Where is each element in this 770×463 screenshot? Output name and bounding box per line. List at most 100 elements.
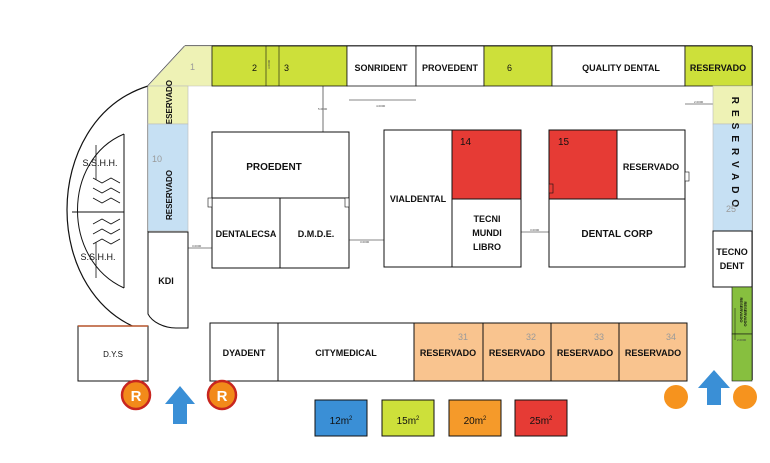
booth-citymedical[interactable] bbox=[277, 322, 415, 382]
restroom-marker-right-letter: R bbox=[217, 388, 228, 405]
tecni-line-2: MUNDI bbox=[472, 228, 502, 238]
ssh-top-label: S.S.H.H. bbox=[82, 158, 117, 168]
booth-33[interactable] bbox=[550, 322, 620, 382]
booth-1-number: 1 bbox=[190, 62, 195, 72]
booth-dental-corp[interactable] bbox=[548, 198, 686, 268]
booth-proedent[interactable] bbox=[211, 131, 350, 199]
entrance-arrow-right-icon[interactable] bbox=[698, 370, 730, 405]
booth-14-number: 14 bbox=[460, 137, 472, 148]
booth-1[interactable] bbox=[147, 45, 213, 87]
booth-dmde-label: D.M.D.E. bbox=[298, 229, 335, 239]
booth-25-number: 25 bbox=[726, 204, 736, 214]
legend-sup-15: 2 bbox=[416, 416, 420, 422]
legend-swatch-25 bbox=[514, 399, 568, 437]
booth-15-number: 15 bbox=[558, 137, 570, 148]
tecni-line-1: TECNI bbox=[474, 214, 501, 224]
restroom-area: S.S.H.H. S.S.H.H. bbox=[66, 85, 149, 333]
booth-dyadent-label: DYADENT bbox=[223, 348, 266, 358]
booth-proedent-label: PROEDENT bbox=[246, 162, 302, 173]
svg-text:20m2: 20m2 bbox=[464, 416, 487, 427]
booth-25[interactable] bbox=[712, 123, 753, 232]
dmde-side-marker bbox=[344, 197, 350, 208]
booth-reservado-top-right-label: RESERVADO bbox=[690, 63, 746, 73]
booth-dentalecsa-label: DENTALECSA bbox=[216, 229, 277, 239]
booth-10-reservado[interactable] bbox=[147, 123, 189, 232]
booth-tecno-dent[interactable] bbox=[712, 230, 753, 288]
orange-dot-right-icon bbox=[733, 385, 757, 409]
restroom-marker-right[interactable]: R bbox=[206, 379, 238, 411]
booth-provedent[interactable] bbox=[415, 45, 485, 87]
dim-label-8: 2.0000 bbox=[737, 338, 747, 342]
booth-dental-corp-label: DENTAL CORP bbox=[581, 229, 653, 240]
booth-quality-dental-label: QUALITY DENTAL bbox=[582, 63, 660, 73]
entrance-arrow-left-icon[interactable] bbox=[165, 386, 195, 424]
booth-quality-dental[interactable] bbox=[551, 45, 686, 87]
booth-dys-label: D.Y.S bbox=[103, 350, 123, 359]
dim-label-1: 3.0000 bbox=[267, 59, 271, 69]
restroom-stalls bbox=[92, 145, 121, 278]
svg-text:12m2: 12m2 bbox=[330, 416, 353, 427]
dim-label-7: 2.0000 bbox=[694, 100, 704, 104]
booth-32[interactable] bbox=[482, 322, 552, 382]
tecni-line-3: LIBRO bbox=[473, 242, 501, 252]
legend-swatch-15 bbox=[381, 399, 435, 437]
legend-label-15: 15m bbox=[397, 416, 416, 427]
booth-dentalecsa[interactable] bbox=[211, 197, 281, 269]
booth-small-green-2[interactable] bbox=[731, 333, 753, 382]
booth-10-number: 10 bbox=[152, 154, 162, 164]
legend-swatch-12 bbox=[314, 399, 368, 437]
small-green-1-label: RESERVADO bbox=[739, 298, 744, 323]
booth-kdi[interactable] bbox=[147, 231, 189, 329]
restroom-marker-left-letter: R bbox=[131, 388, 142, 405]
booth-34-label: RESERVADO bbox=[625, 348, 681, 358]
svg-text:25m2: 25m2 bbox=[530, 416, 553, 427]
reservado-15-marker bbox=[684, 171, 690, 182]
legend-item-25: 25m2 bbox=[514, 399, 568, 437]
legend-swatch-20 bbox=[448, 399, 502, 437]
booth-reservado-left-top-label: RESERVADO bbox=[165, 80, 174, 130]
restroom-inner-curve bbox=[77, 133, 125, 289]
booth-6-number: 6 bbox=[507, 63, 512, 73]
booth-31[interactable] bbox=[413, 322, 484, 382]
booth-3-number: 3 bbox=[284, 63, 289, 73]
legend-sup-12: 2 bbox=[349, 416, 353, 422]
legend-sup-25: 2 bbox=[549, 416, 553, 422]
legend-item-20: 20m2 bbox=[448, 399, 502, 437]
booth-sonrident-label: SONRIDENT bbox=[354, 63, 408, 73]
booth-dyadent[interactable] bbox=[209, 322, 279, 382]
legend-label-25: 25m bbox=[530, 416, 549, 427]
dim-label-2: 3.0000 bbox=[192, 244, 202, 248]
booth-15[interactable] bbox=[548, 129, 618, 200]
dim-label-6: 3.0000 bbox=[530, 228, 540, 232]
booth-14[interactable] bbox=[451, 129, 522, 200]
booth-reservado-left-top[interactable] bbox=[147, 85, 189, 125]
booth-32-number: 32 bbox=[526, 332, 536, 342]
proedent-side-marker bbox=[207, 197, 213, 208]
booth-reservado-15[interactable] bbox=[616, 129, 686, 200]
booth-reservado-left-mid-label: RESERVADO bbox=[165, 170, 174, 220]
booth-6[interactable] bbox=[483, 45, 553, 87]
restroom-marker-left-circle bbox=[120, 379, 152, 411]
booth-reservado-15-label: RESERVADO bbox=[623, 162, 679, 172]
booth-33-label: RESERVADO bbox=[557, 348, 613, 358]
booth-tecni-mundi-libro[interactable] bbox=[451, 198, 522, 268]
legend: 12m2 15m2 20m2 25m2 bbox=[314, 399, 568, 437]
booth-right-top[interactable] bbox=[712, 85, 753, 125]
booth-33-number: 33 bbox=[594, 332, 604, 342]
booth-kdi-label: KDI bbox=[158, 276, 174, 286]
booth-vialdental[interactable] bbox=[383, 129, 453, 268]
booth-reservado-top-right[interactable] bbox=[684, 45, 753, 87]
booth-sonrident[interactable] bbox=[346, 45, 417, 87]
booth-2-3[interactable] bbox=[211, 45, 348, 87]
booth-2-number: 2 bbox=[252, 63, 257, 73]
booth-34[interactable] bbox=[618, 322, 688, 382]
legend-item-15: 15m2 bbox=[381, 399, 435, 437]
booth-dmde[interactable] bbox=[279, 197, 350, 269]
booth-vialdental-label: VIALDENTAL bbox=[390, 194, 447, 204]
reservado-right-vertical-text: RESERVADO bbox=[729, 97, 740, 213]
restroom-marker-left[interactable]: R bbox=[120, 379, 152, 411]
dim-label-4: 4.0000 bbox=[376, 104, 386, 108]
booth-reservado-right-vertical-label: RESERVADO bbox=[729, 97, 740, 213]
tecno-line-2: DENT bbox=[720, 261, 745, 271]
